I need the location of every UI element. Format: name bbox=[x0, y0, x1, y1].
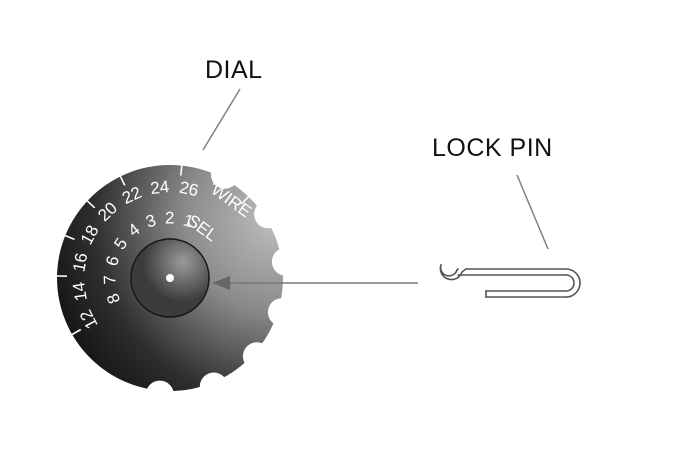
sel-position-2: 2 bbox=[165, 208, 175, 227]
dial-tick bbox=[180, 164, 183, 176]
insertion-arrow bbox=[212, 276, 418, 290]
wire-gauge-14: 14 bbox=[69, 281, 91, 303]
dial-tick bbox=[212, 174, 219, 186]
dial-tick bbox=[64, 234, 75, 241]
dial-callout-label: DIAL bbox=[205, 56, 263, 84]
dial-tick bbox=[70, 328, 82, 336]
wire-gauge-24: 24 bbox=[149, 177, 170, 198]
wire-gauge-16: 16 bbox=[69, 251, 91, 273]
dial-tick-marks bbox=[55, 164, 250, 336]
dial-tick bbox=[86, 199, 96, 209]
sel-position-7: 7 bbox=[100, 275, 119, 285]
lock-pin-leader-line bbox=[516, 174, 549, 250]
dial-center-hole bbox=[166, 274, 174, 282]
wire-gauge-26: 26 bbox=[178, 178, 200, 201]
lock-pin[interactable] bbox=[439, 264, 581, 298]
lock-pin-callout-label: LOCK PIN bbox=[432, 134, 553, 162]
dial-leader-line bbox=[202, 88, 241, 151]
dial-tick bbox=[240, 195, 250, 205]
dial-tick bbox=[119, 175, 126, 186]
